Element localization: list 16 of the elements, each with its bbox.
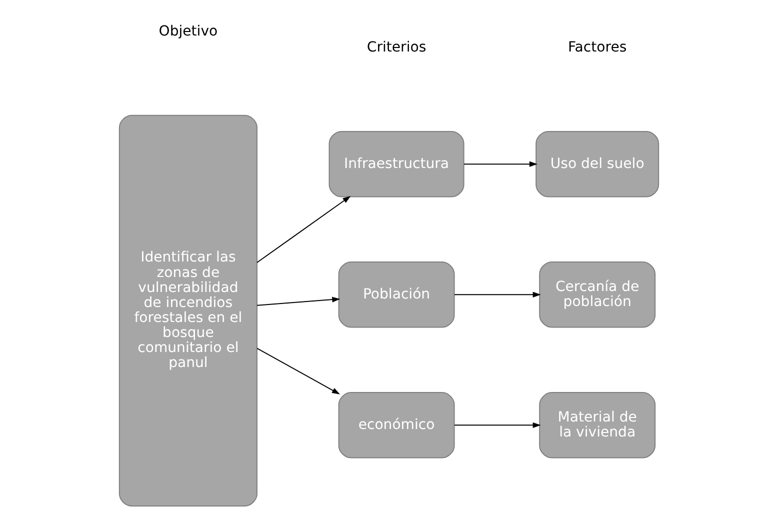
- arrow: [454, 422, 541, 428]
- arrow: [256, 347, 340, 394]
- node-box: Identificar las zonas de vulnerabilidad de incendios forestales en el bosque comunitario el panul: [118, 114, 258, 506]
- label: Criterios: [366, 38, 426, 55]
- label: Factores: [568, 38, 627, 55]
- arrow: [257, 296, 340, 306]
- arrow: [464, 160, 538, 166]
- label: Objetivo: [158, 22, 218, 39]
- arrow: [256, 195, 351, 262]
- node-box: Cercanía de población: [539, 261, 656, 328]
- arrow: [454, 291, 541, 297]
- node-box: Material de la vivienda: [539, 392, 656, 458]
- node-box: Población: [338, 261, 455, 328]
- node-box: Infraestructura: [328, 130, 464, 197]
- node-box: Uso del suelo: [536, 130, 660, 197]
- node-box: económico: [338, 392, 455, 458]
